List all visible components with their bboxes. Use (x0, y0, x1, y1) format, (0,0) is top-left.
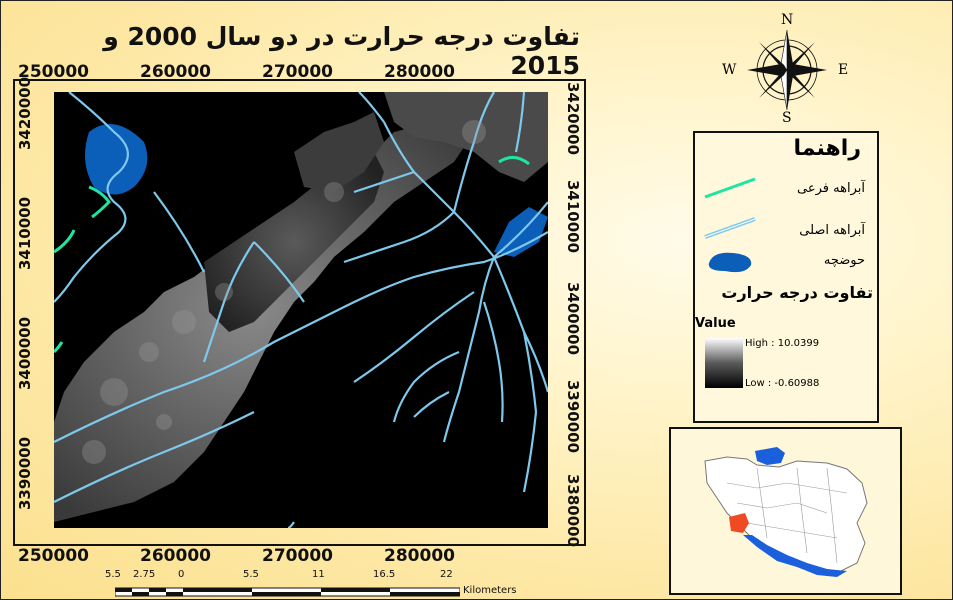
sub-stream (498, 156, 530, 166)
sub-stream (54, 229, 76, 254)
north-arrow: N S E W (722, 12, 852, 126)
x-tick-top-250000: 250000 (18, 62, 89, 82)
pond-polygon (85, 124, 148, 195)
scale-label: 22 (440, 569, 453, 580)
grayscale-ramp (705, 338, 743, 388)
legend-low-value: Low : -0.60988 (745, 378, 820, 389)
sub-stream-symbol (704, 177, 756, 199)
raster-land-center (204, 152, 384, 332)
legend-raster-title: تفاوت درجه حرارت (721, 283, 873, 302)
scale-label: 16.5 (373, 569, 396, 580)
iran-outline (704, 447, 868, 577)
sub-stream (88, 185, 111, 219)
inset-map-iran (669, 427, 902, 595)
sub-stream (54, 341, 64, 354)
legend-high-value: High : 10.0399 (745, 338, 820, 349)
x-tick-bottom-280000: 280000 (384, 546, 455, 566)
pond-symbol (708, 252, 752, 273)
x-tick-bottom-260000: 260000 (140, 546, 211, 566)
scale-unit: Kilometers (463, 585, 517, 596)
main-stream-symbol (704, 217, 756, 239)
scale-label: 2.75 (133, 569, 156, 580)
legend-panel: راهنما آبراهه فرعی آبراهه اصلی حوضچه تفا… (693, 131, 879, 423)
legend-item-main-stream-label: آبراهه اصلی (799, 223, 865, 238)
main-streams (54, 92, 548, 528)
x-tick-bottom-270000: 270000 (262, 546, 333, 566)
compass-south-label: S (782, 110, 792, 126)
legend-item-sub-stream-label: آبراهه فرعی (797, 181, 865, 196)
scale-label: 11 (312, 569, 325, 580)
scale-label: 5.5 (105, 569, 121, 580)
compass-north-label: N (781, 12, 794, 28)
raster-map (54, 92, 548, 528)
scale-label: 0 (178, 569, 185, 580)
highlight-province (729, 513, 749, 533)
scale-bar-graphic (115, 587, 460, 597)
x-tick-top-280000: 280000 (384, 62, 455, 82)
x-tick-bottom-250000: 250000 (18, 546, 89, 566)
legend-value-label: Value (695, 316, 736, 331)
caspian-sea (755, 447, 785, 465)
map-canvas[interactable] (54, 92, 548, 528)
map-title: تفاوت درجه حرارت در دو سال 2000 و 2015 (103, 22, 580, 80)
map-frame (13, 79, 586, 546)
raster-texture (82, 120, 486, 464)
persian-gulf (743, 535, 847, 577)
raster-land-west (54, 92, 548, 522)
legend-item-pond-label: حوضچه (823, 253, 865, 268)
legend-title: راهنما (793, 136, 861, 161)
province-borders (726, 467, 848, 564)
compass-west-label: W (722, 62, 737, 78)
raster-land-north (294, 112, 384, 192)
x-tick-top-270000: 270000 (262, 62, 333, 82)
compass-east-label: E (838, 62, 849, 78)
scale-label: 5.5 (243, 569, 259, 580)
x-tick-top-260000: 260000 (140, 62, 211, 82)
